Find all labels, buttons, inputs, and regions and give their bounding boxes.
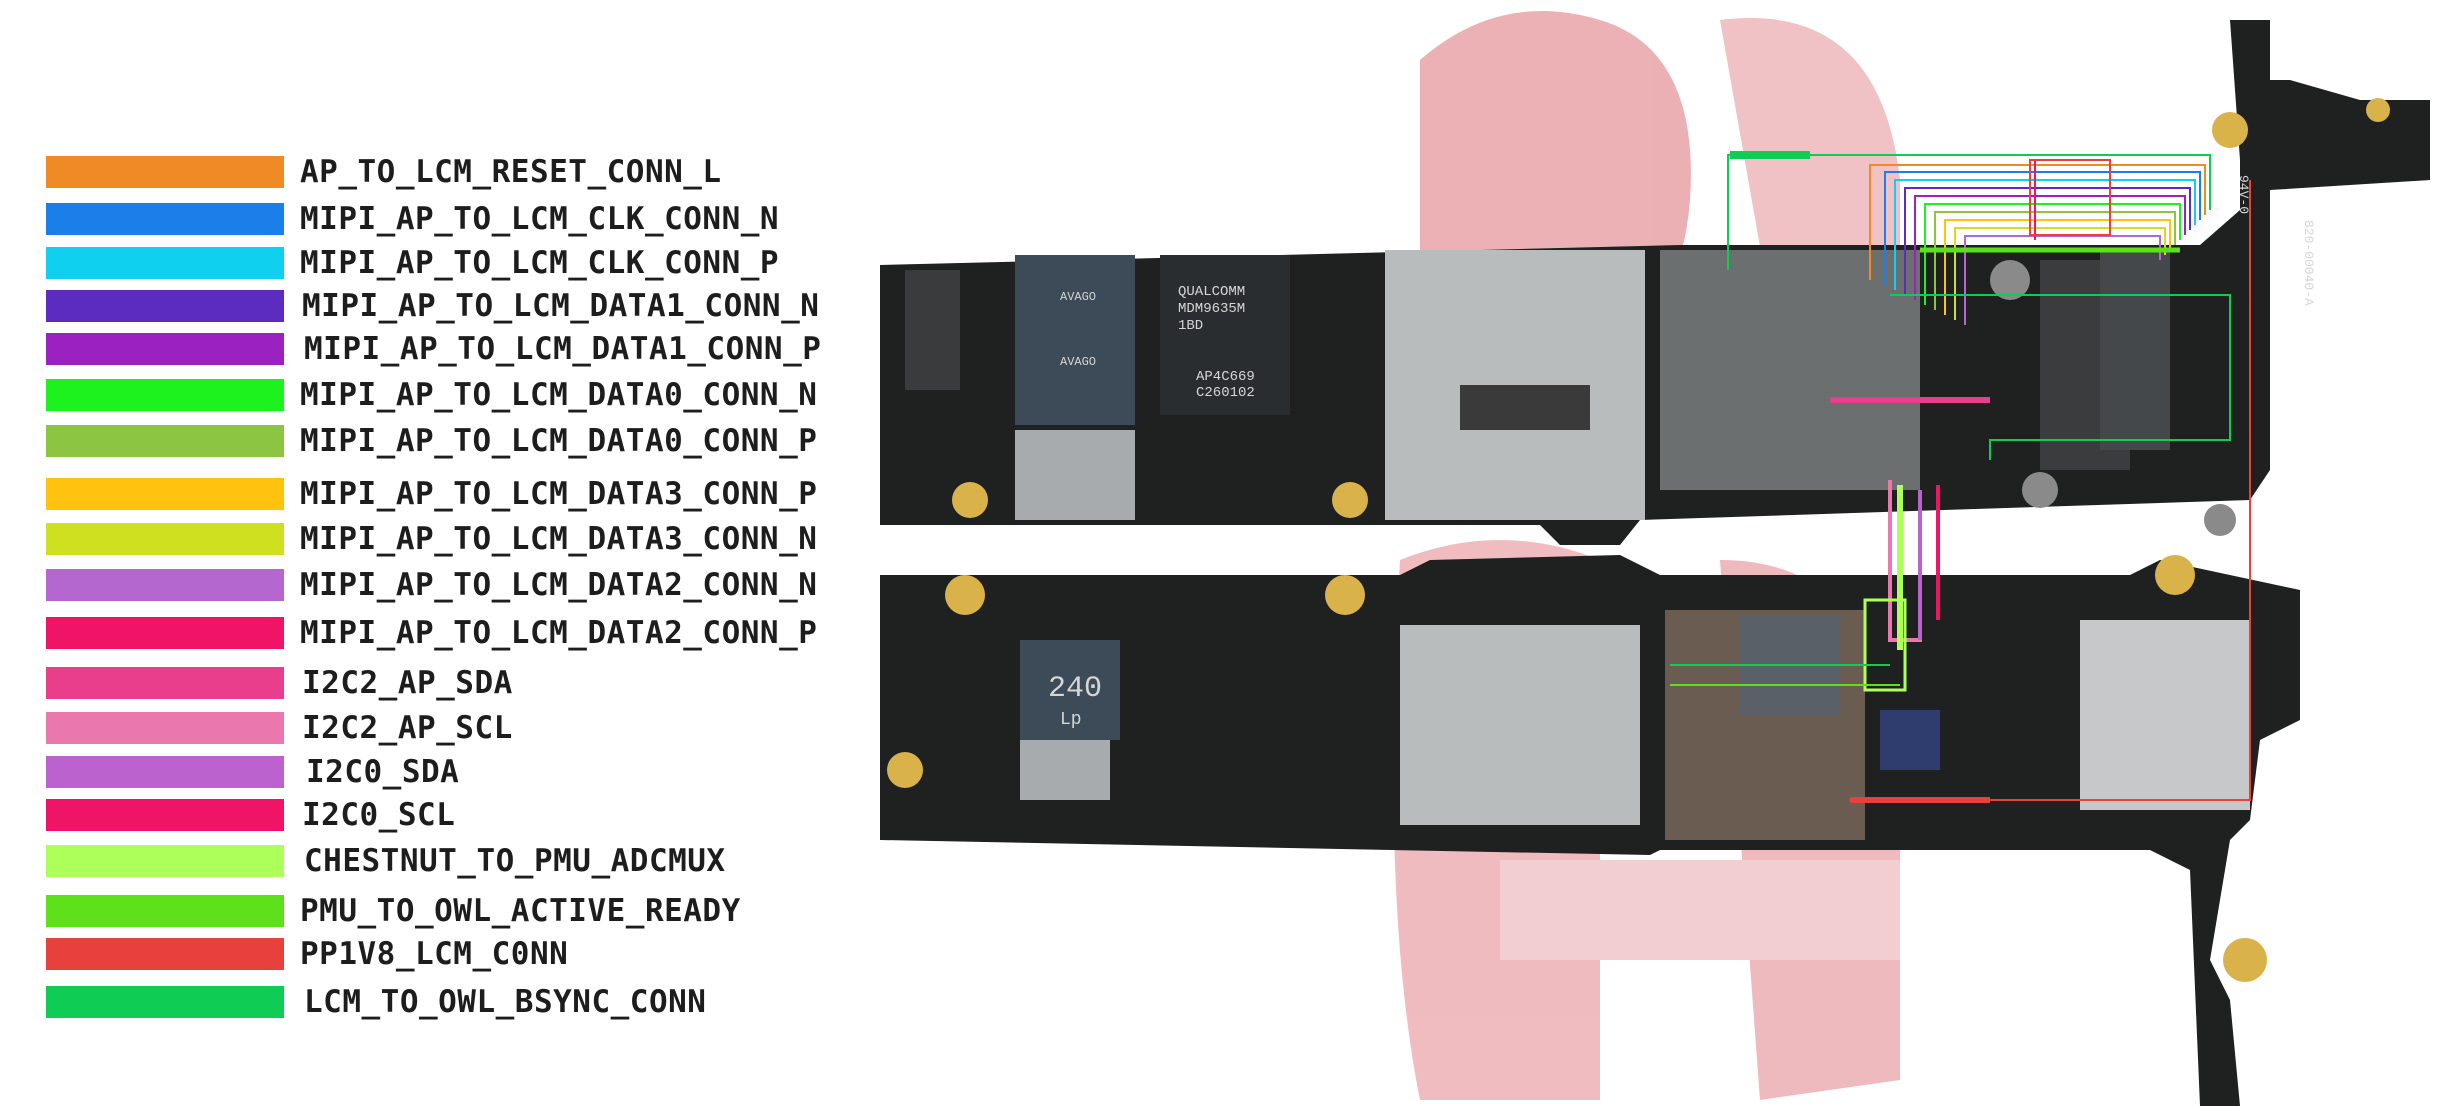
legend-swatch: [46, 845, 284, 877]
legend-item: LCM_TO_OWL_BSYNC_CONN: [46, 984, 706, 1020]
chip-text-qualcomm: QUALCOMM: [1178, 284, 1245, 300]
legend-swatch: [46, 379, 284, 411]
legend-item: I2C0_SDA: [46, 754, 459, 790]
legend-label: I2C0_SDA: [306, 754, 460, 790]
legend-item: MIPI_AP_TO_LCM_CLK_CONN_P: [46, 245, 779, 281]
legend-item: CHESTNUT_TO_PMU_ADCMUX: [46, 843, 726, 879]
legend-label: MIPI_AP_TO_LCM_CLK_CONN_P: [300, 245, 780, 281]
lower-board: [880, 555, 2300, 1106]
legend-item: MIPI_AP_TO_LCM_DATA2_CONN_P: [46, 615, 817, 651]
chip-text-240: 240: [1048, 672, 1102, 706]
legend-label: MIPI_AP_TO_LCM_DATA1_CONN_N: [302, 288, 820, 324]
chip-text-avago2: AVAGO: [1060, 355, 1096, 369]
signal-legend: AP_TO_LCM_RESET_CONN_L MIPI_AP_TO_LCM_CLK…: [0, 0, 900, 1106]
legend-swatch: [46, 938, 284, 970]
legend-swatch: [46, 523, 284, 555]
chip-text-ap-code2: C260102: [1196, 385, 1255, 401]
legend-swatch: [46, 569, 284, 601]
legend-item: PP1V8_LCM_C0NN: [46, 936, 568, 972]
legend-swatch: [46, 156, 284, 188]
chip-text-lp: Lp: [1060, 710, 1082, 730]
legend-item: MIPI_AP_TO_LCM_DATA0_CONN_P: [46, 423, 817, 459]
legend-item: I2C2_AP_SDA: [46, 665, 513, 701]
legend-swatch: [46, 617, 284, 649]
legend-swatch: [46, 756, 284, 788]
legend-label: MIPI_AP_TO_LCM_DATA0_CONN_P: [300, 423, 818, 459]
legend-item: MIPI_AP_TO_LCM_DATA3_CONN_P: [46, 476, 817, 512]
watermark-logo: [1393, 11, 1900, 1100]
legend-label: AP_TO_LCM_RESET_CONN_L: [300, 154, 722, 190]
legend-swatch: [46, 986, 284, 1018]
legend-swatch: [46, 667, 284, 699]
legend-swatch: [46, 712, 284, 744]
legend-label: MIPI_AP_TO_LCM_CLK_CONN_N: [300, 201, 780, 237]
legend-label: I2C2_AP_SCL: [302, 710, 513, 746]
legend-swatch: [46, 895, 284, 927]
legend-label: MIPI_AP_TO_LCM_DATA3_CONN_P: [300, 476, 818, 512]
legend-label: MIPI_AP_TO_LCM_DATA1_CONN_P: [304, 331, 822, 367]
chip-text-rev: 1BD: [1178, 318, 1203, 334]
legend-item: MIPI_AP_TO_LCM_DATA1_CONN_P: [46, 331, 821, 367]
legend-item: I2C2_AP_SCL: [46, 710, 513, 746]
legend-label: MIPI_AP_TO_LCM_DATA2_CONN_P: [300, 615, 818, 651]
signal-traces: [1670, 151, 2251, 803]
legend-label: CHESTNUT_TO_PMU_ADCMUX: [304, 843, 726, 879]
chip-text-ap-code: AP4C669: [1196, 369, 1255, 385]
legend-label: PMU_TO_OWL_ACTIVE_READY: [300, 893, 741, 929]
chip-text-avago1: AVAGO: [1060, 290, 1096, 304]
upper-board: [880, 20, 2430, 545]
legend-item: I2C0_SCL: [46, 797, 455, 833]
legend-label: LCM_TO_OWL_BSYNC_CONN: [304, 984, 707, 1020]
chip-markings: QUALCOMM MDM9635M 1BD AP4C669 C260102 AV…: [1048, 175, 2316, 730]
legend-swatch: [46, 425, 284, 457]
chip-text-mdm: MDM9635M: [1178, 301, 1245, 317]
logic-board-image: QUALCOMM MDM9635M 1BD AP4C669 C260102 AV…: [880, 11, 2430, 1106]
legend-swatch: [46, 478, 284, 510]
legend-label: MIPI_AP_TO_LCM_DATA3_CONN_N: [300, 521, 818, 557]
legend-label: MIPI_AP_TO_LCM_DATA2_CONN_N: [300, 567, 818, 603]
legend-label: MIPI_AP_TO_LCM_DATA0_CONN_N: [300, 377, 818, 413]
board-id-text: 820-00040-A: [2301, 220, 2316, 306]
legend-item: MIPI_AP_TO_LCM_DATA1_CONN_N: [46, 288, 819, 324]
legend-item: AP_TO_LCM_RESET_CONN_L: [46, 154, 722, 190]
legend-swatch: [46, 799, 284, 831]
legend-item: MIPI_AP_TO_LCM_DATA2_CONN_N: [46, 567, 817, 603]
legend-item: MIPI_AP_TO_LCM_DATA0_CONN_N: [46, 377, 817, 413]
legend-swatch: [46, 247, 284, 279]
legend-item: MIPI_AP_TO_LCM_CLK_CONN_N: [46, 201, 779, 237]
legend-item: MIPI_AP_TO_LCM_DATA3_CONN_N: [46, 521, 817, 557]
legend-swatch: [46, 333, 284, 365]
legend-swatch: [46, 290, 284, 322]
legend-label: PP1V8_LCM_C0NN: [300, 936, 569, 972]
legend-label: I2C0_SCL: [302, 797, 456, 833]
legend-swatch: [46, 203, 284, 235]
flex-id-text: 94V-0: [2236, 175, 2251, 214]
legend-label: I2C2_AP_SDA: [302, 665, 513, 701]
legend-item: PMU_TO_OWL_ACTIVE_READY: [46, 893, 741, 929]
